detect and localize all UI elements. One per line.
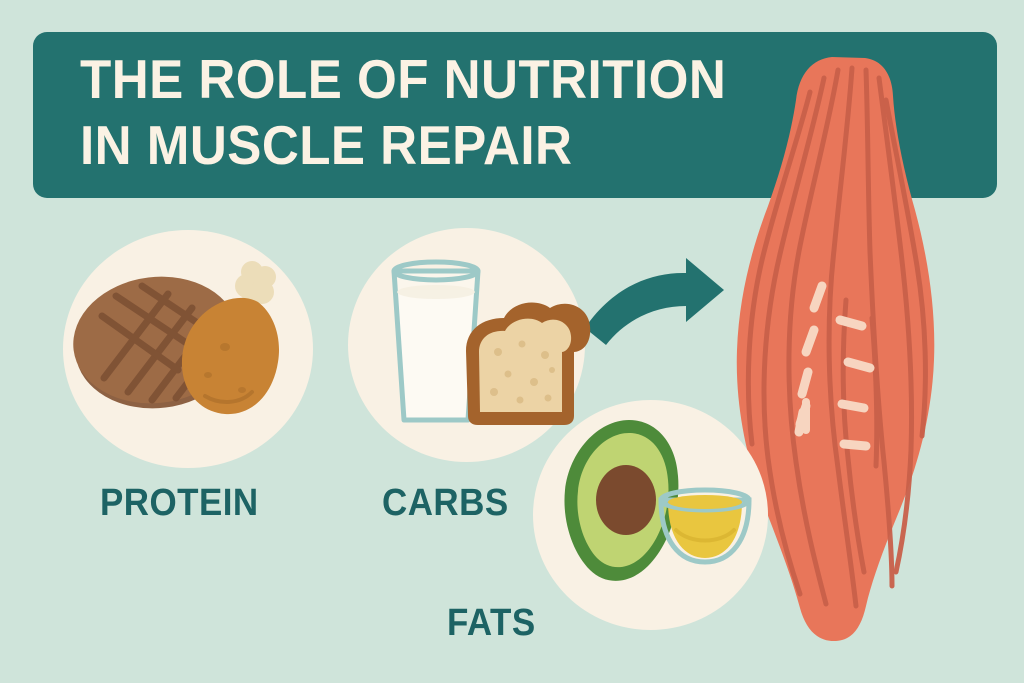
muscle-fiber-illustration bbox=[736, 57, 935, 642]
bread-slice-icon bbox=[466, 302, 591, 425]
drumstick-icon bbox=[181, 261, 280, 415]
nutrient-label-carbs: CARBS bbox=[382, 482, 509, 524]
nutrient-label-fats: FATS bbox=[447, 602, 536, 644]
curved-arrow-icon bbox=[585, 258, 724, 345]
nutrient-label-protein: PROTEIN bbox=[100, 482, 259, 524]
milk-glass-icon bbox=[391, 259, 481, 423]
oil-bowl-icon bbox=[658, 487, 752, 565]
avocado-icon bbox=[564, 420, 679, 581]
page-title: THE ROLE OF NUTRITION IN MUSCLE REPAIR bbox=[80, 48, 727, 176]
